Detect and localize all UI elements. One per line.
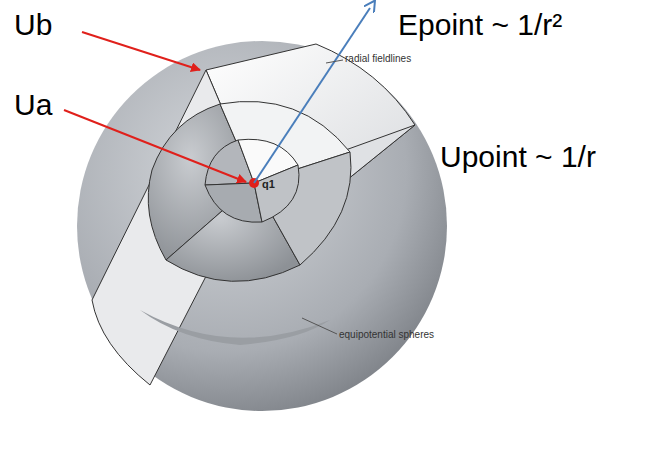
callout-text: radial fieldlines bbox=[345, 53, 411, 64]
potential-label: Ub bbox=[14, 8, 52, 41]
leader-line bbox=[302, 318, 337, 334]
pointer-arrow bbox=[82, 32, 200, 70]
outer-sphere bbox=[77, 41, 447, 411]
leader-line bbox=[326, 60, 343, 63]
callout-text: equipotential spheres bbox=[339, 329, 434, 340]
potential-label: Ua bbox=[14, 88, 52, 121]
potential-formula: Upoint ~ 1/r bbox=[440, 140, 596, 173]
charge-label: q1 bbox=[262, 178, 275, 190]
field-line bbox=[254, 8, 370, 183]
field-formula: Epoint ~ 1/r² bbox=[398, 8, 562, 41]
pointer-arrow bbox=[64, 110, 246, 182]
